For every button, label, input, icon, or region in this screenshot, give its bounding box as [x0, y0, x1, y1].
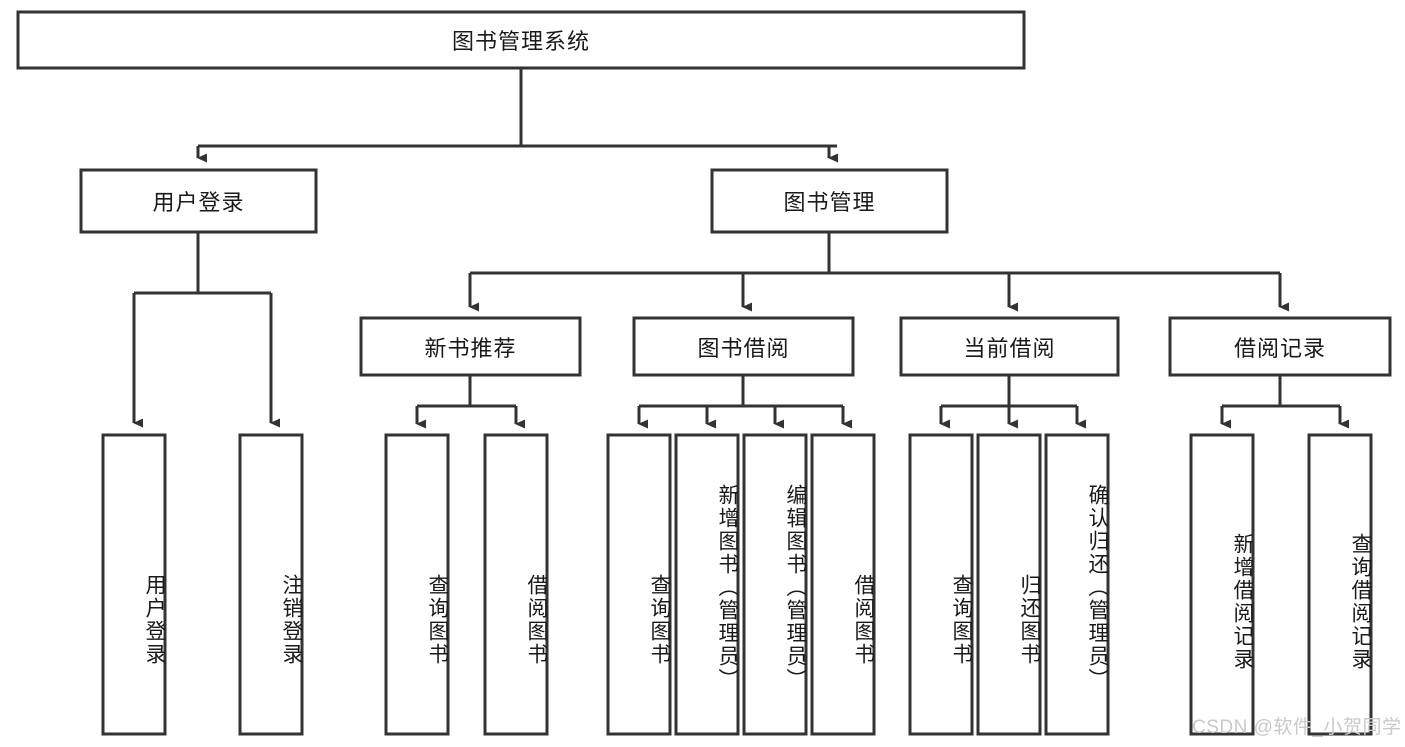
node-box-leaf-borrow-query[interactable] — [606, 433, 672, 736]
node-box-book-manage[interactable] — [710, 168, 949, 234]
connector-borrowrecord-to-leaves — [1220, 375, 1349, 429]
node-box-leaf-user-logout[interactable] — [238, 433, 304, 736]
node-box-borrow-record[interactable] — [1168, 316, 1392, 377]
node-box-leaf-rec-borrow[interactable] — [483, 433, 549, 736]
connector-bookmanage-to-level2 — [468, 232, 1289, 312]
connector-newbookrec-to-leaves — [415, 375, 525, 429]
connector-bookborrow-to-leaves — [637, 375, 852, 429]
node-box-root[interactable] — [16, 10, 1026, 70]
node-box-leaf-user-login[interactable] — [101, 433, 167, 736]
node-box-user-login[interactable] — [79, 168, 318, 234]
node-box-leaf-borrow-edit[interactable] — [742, 433, 808, 736]
node-box-leaf-cur-confirm[interactable] — [1044, 433, 1110, 736]
node-box-leaf-borrow-lend[interactable] — [810, 433, 876, 736]
connector-userlogin-to-leaves — [132, 232, 280, 428]
node-box-book-borrow[interactable] — [632, 316, 855, 377]
node-box-leaf-borrow-add[interactable] — [674, 433, 740, 736]
node-box-leaf-rec-query[interactable] — [384, 433, 450, 736]
connector-root-to-level1 — [196, 68, 838, 163]
node-box-new-book-rec[interactable] — [359, 316, 582, 377]
connector-currentborrow-to-leaves — [939, 375, 1086, 429]
node-box-leaf-cur-return[interactable] — [976, 433, 1042, 736]
node-box-leaf-cur-query[interactable] — [908, 433, 974, 736]
node-box-current-borrow[interactable] — [899, 316, 1120, 377]
node-box-leaf-rec-query2[interactable] — [1307, 433, 1373, 736]
node-box-leaf-rec-add[interactable] — [1189, 433, 1255, 736]
